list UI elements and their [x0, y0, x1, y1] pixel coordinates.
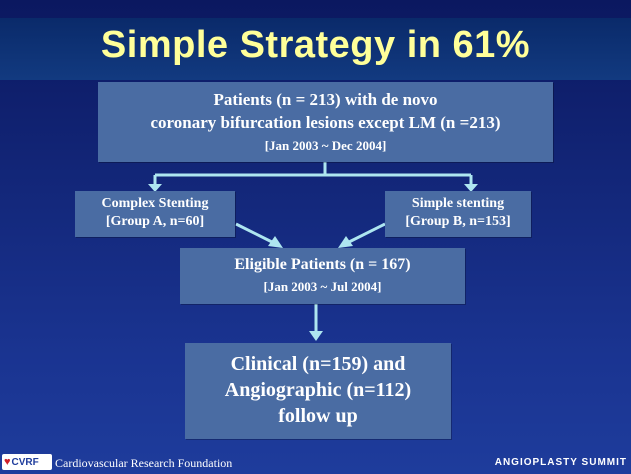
arrowhead-left [148, 184, 162, 192]
eligible-date-range: [Jan 2003 ~ Jul 2004] [263, 279, 382, 294]
cvrf-logo: ♥CVRF [2, 454, 52, 470]
arrow-complex-to-eligible [235, 222, 275, 245]
simple-label: Simple stenting [411, 196, 505, 211]
arrowhead-simple [338, 236, 353, 248]
simple-group: [Group B, n=153] [405, 214, 511, 229]
arrowhead-complex [268, 236, 283, 248]
organization-name: Cardiovascular Research Foundation [55, 456, 233, 470]
complex-stenting-box: Complex Stenting [Group A, n=60] [75, 191, 235, 237]
slide-title: Simple Strategy in 61% [100, 24, 531, 66]
followup-line3: follow up [278, 405, 358, 427]
simple-stenting-box: Simple stenting [Group B, n=153] [385, 191, 531, 237]
arrow-simple-to-eligible [346, 222, 386, 245]
logo-text: CVRF [11, 457, 39, 468]
followup-line2: Angiographic (n=112) [224, 379, 412, 401]
patients-date-range: [Jan 2003 ~ Dec 2004] [264, 138, 387, 153]
eligible-label: Eligible Patients (n = 167) [234, 256, 411, 273]
followup-box: Clinical (n=159) and Angiographic (n=112… [185, 343, 451, 439]
heart-icon: ♥ [4, 456, 11, 468]
complex-label: Complex Stenting [101, 196, 209, 211]
title-band [0, 18, 631, 80]
patients-box: Patients (n = 213) with de novo coronary… [98, 82, 553, 162]
followup-line1: Clinical (n=159) and [230, 353, 406, 375]
event-name: ANGIOPLASTY SUMMIT [494, 457, 627, 468]
patients-line2: coronary bifurcation lesions except LM (… [150, 113, 501, 132]
complex-group: [Group A, n=60] [105, 214, 205, 229]
patients-line1: Patients (n = 213) with de novo [213, 90, 438, 109]
arrowhead-right [464, 184, 478, 192]
arrowhead-down [309, 331, 323, 341]
eligible-patients-box: Eligible Patients (n = 167) [Jan 2003 ~ … [180, 248, 465, 304]
